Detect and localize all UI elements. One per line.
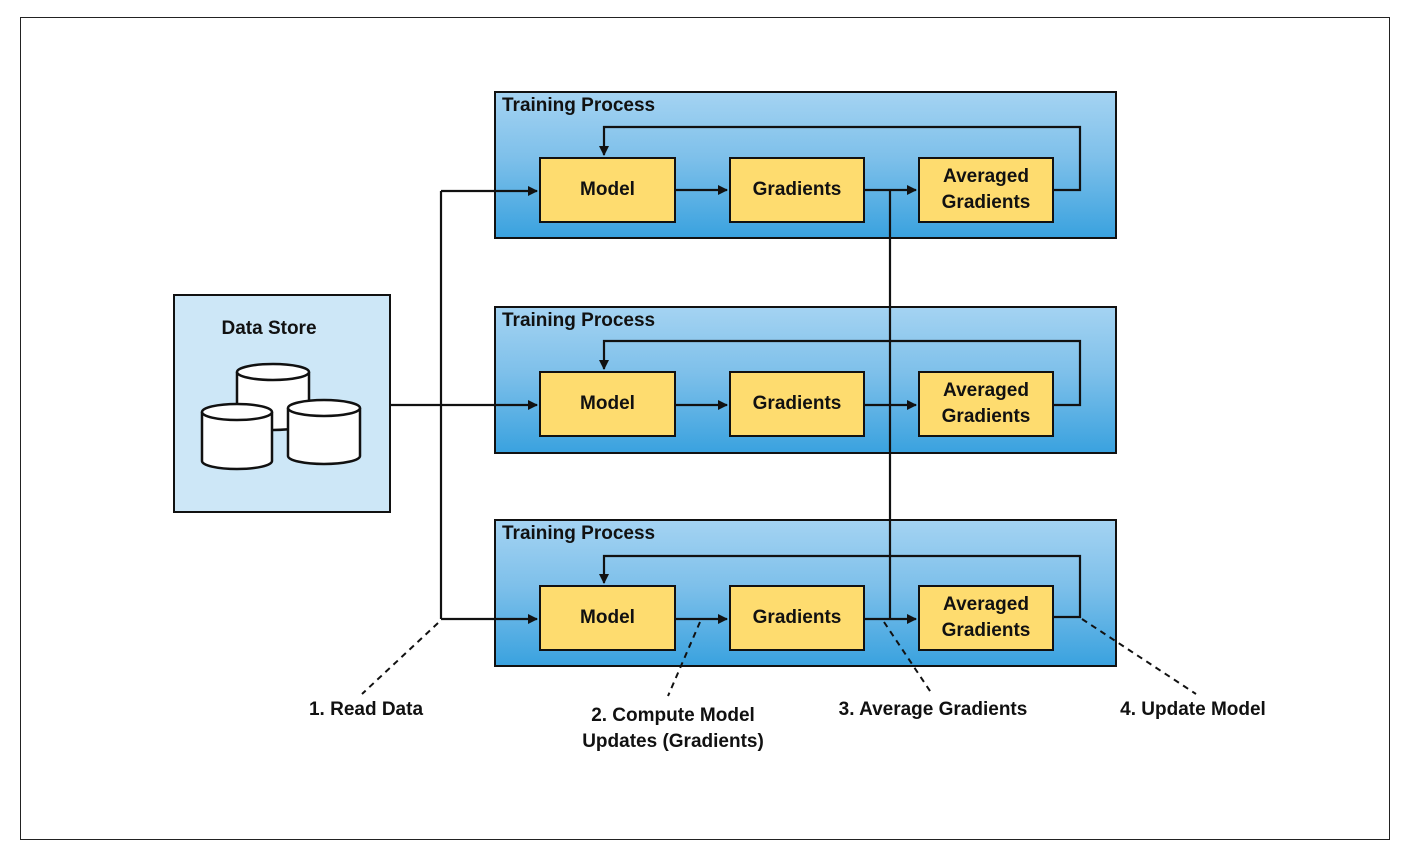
- step-read-data: 1. Read Data: [308, 699, 424, 720]
- gradients-label: Gradients: [752, 179, 842, 200]
- update-loop-2: [599, 339, 1082, 407]
- training-process-title: Training Process: [502, 95, 656, 116]
- update-loop-3: [599, 554, 1082, 619]
- model-node-2: Model: [539, 371, 676, 437]
- averaged-label-line1: Averaged: [943, 594, 1029, 615]
- averaged-gradients-node-3: Averaged Gradients: [918, 585, 1054, 651]
- model-node-1: Model: [539, 157, 676, 223]
- averaged-label-line1: Averaged: [943, 380, 1029, 401]
- update-loop-1: [599, 125, 1082, 192]
- gradients-label: Gradients: [752, 393, 842, 414]
- leader-compute: [667, 621, 701, 697]
- step-compute-gradients: 2. Compute Model Updates (Gradients): [558, 703, 788, 755]
- gradients-label: Gradients: [752, 607, 842, 628]
- leader-read-data: [361, 622, 439, 695]
- model-label: Model: [580, 179, 635, 200]
- step-average-gradients: 3. Average Gradients: [838, 699, 1028, 720]
- averaged-gradients-node-2: Averaged Gradients: [918, 371, 1054, 437]
- database-icon: [200, 362, 362, 471]
- gradients-node-1: Gradients: [729, 157, 865, 223]
- averaged-label-line2: Gradients: [941, 406, 1031, 427]
- averaged-label-line2: Gradients: [941, 192, 1031, 213]
- averaged-label-line1: Averaged: [943, 166, 1029, 187]
- step-compute-line1: 2. Compute Model: [591, 705, 755, 726]
- data-store: Data Store: [173, 294, 391, 513]
- training-process-title: Training Process: [502, 523, 656, 544]
- model-label: Model: [580, 393, 635, 414]
- leader-average: [883, 621, 933, 695]
- averaged-label-line2: Gradients: [941, 620, 1031, 641]
- gradients-node-2: Gradients: [729, 371, 865, 437]
- leader-update: [1081, 618, 1197, 695]
- step-update-model: 4. Update Model: [1120, 699, 1266, 720]
- training-process-title: Training Process: [502, 310, 656, 331]
- model-label: Model: [580, 607, 635, 628]
- data-store-title: Data Store: [221, 318, 317, 339]
- averaged-gradients-node-1: Averaged Gradients: [918, 157, 1054, 223]
- gradients-node-3: Gradients: [729, 585, 865, 651]
- model-node-3: Model: [539, 585, 676, 651]
- step-compute-line2: Updates (Gradients): [582, 731, 764, 752]
